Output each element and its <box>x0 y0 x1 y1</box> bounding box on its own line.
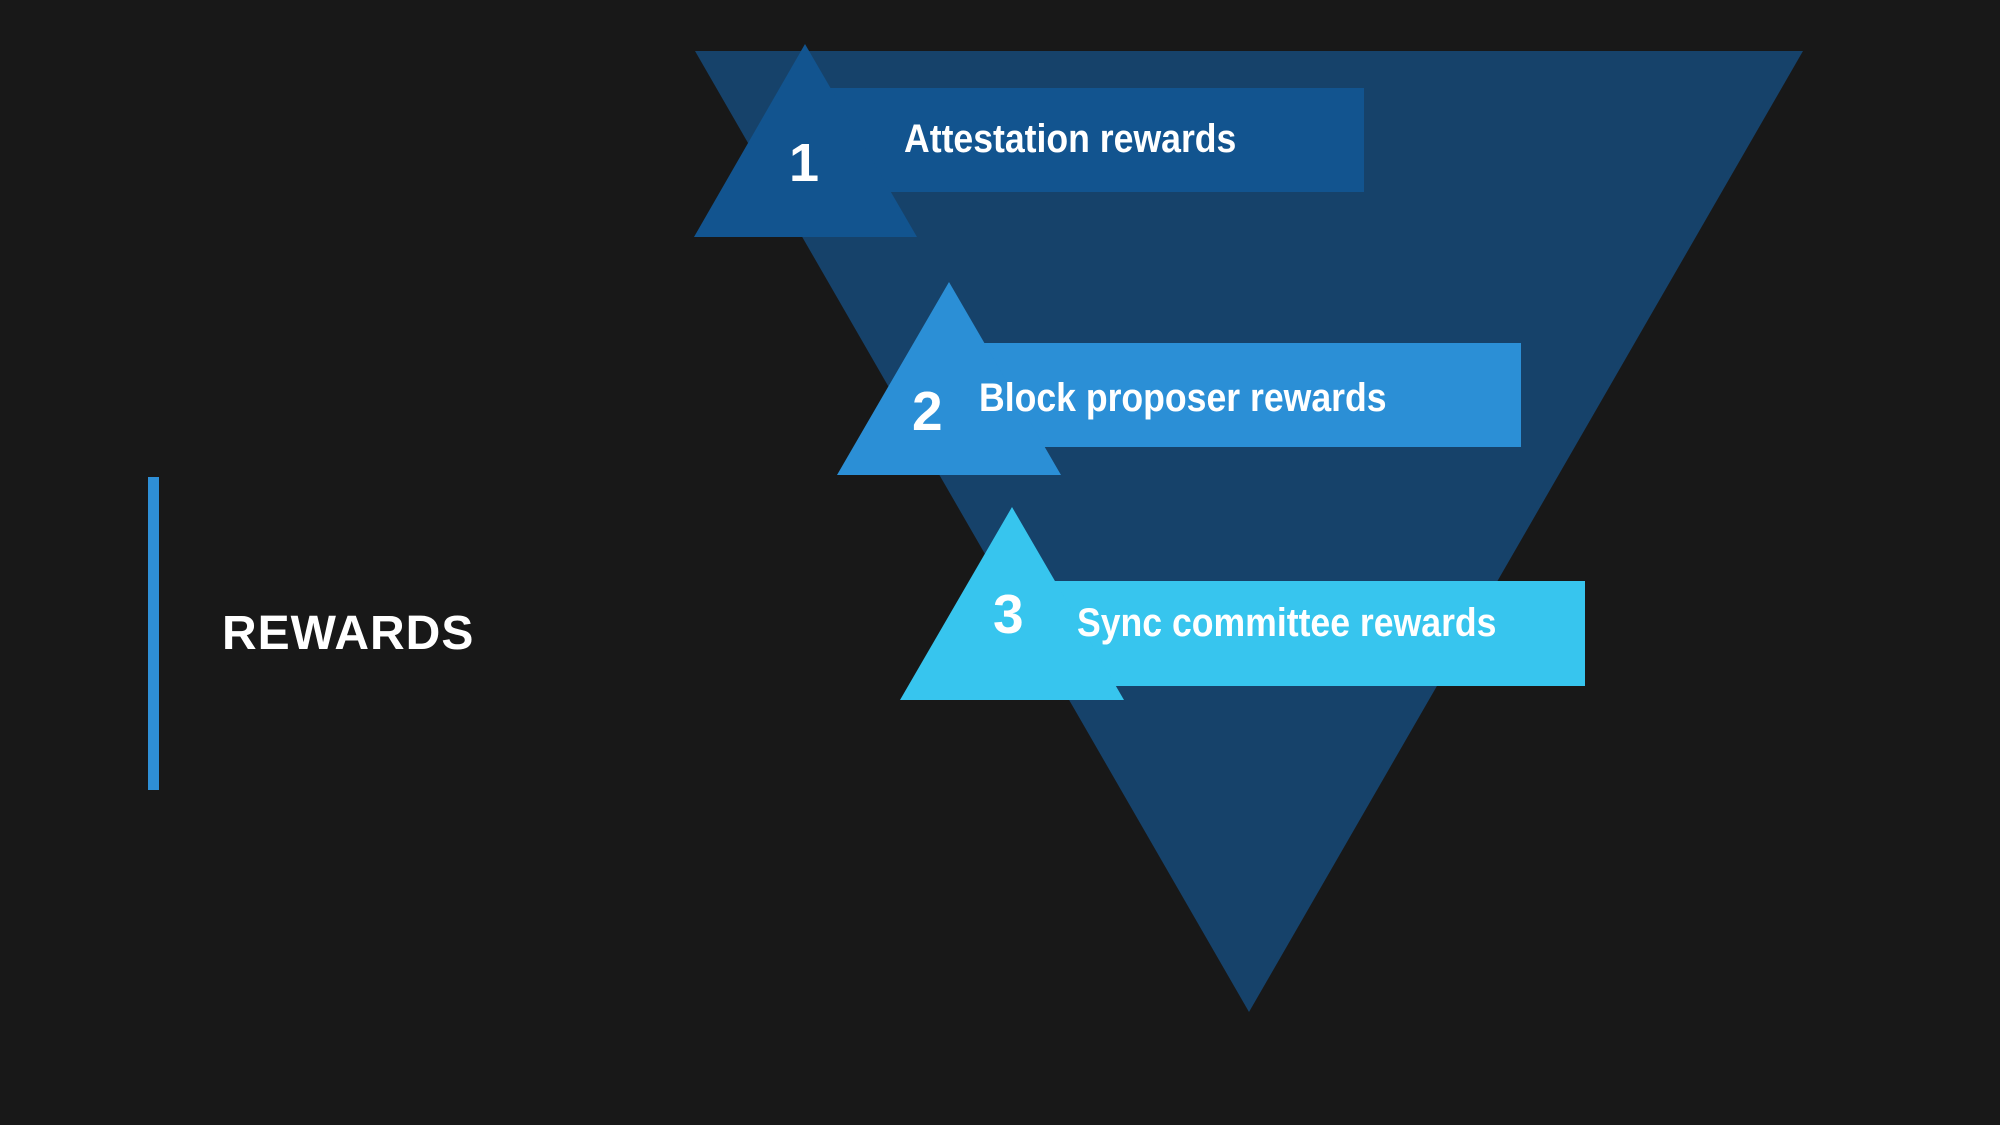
step-1-number: 1 <box>789 133 820 193</box>
step-3-number: 3 <box>993 583 1024 645</box>
step-3-arrow <box>900 507 1585 700</box>
title-accent-bar <box>148 477 159 790</box>
step-3-label: Sync committee rewards <box>1077 601 1497 645</box>
slide-title: REWARDS <box>222 607 475 660</box>
funnel-triangle <box>695 51 1803 1012</box>
step-2-number: 2 <box>912 380 943 442</box>
step-2-label: Block proposer rewards <box>979 376 1387 420</box>
step-1-label: Attestation rewards <box>904 117 1237 161</box>
step-1-arrow <box>694 44 1364 237</box>
step-2-arrow <box>837 282 1521 475</box>
